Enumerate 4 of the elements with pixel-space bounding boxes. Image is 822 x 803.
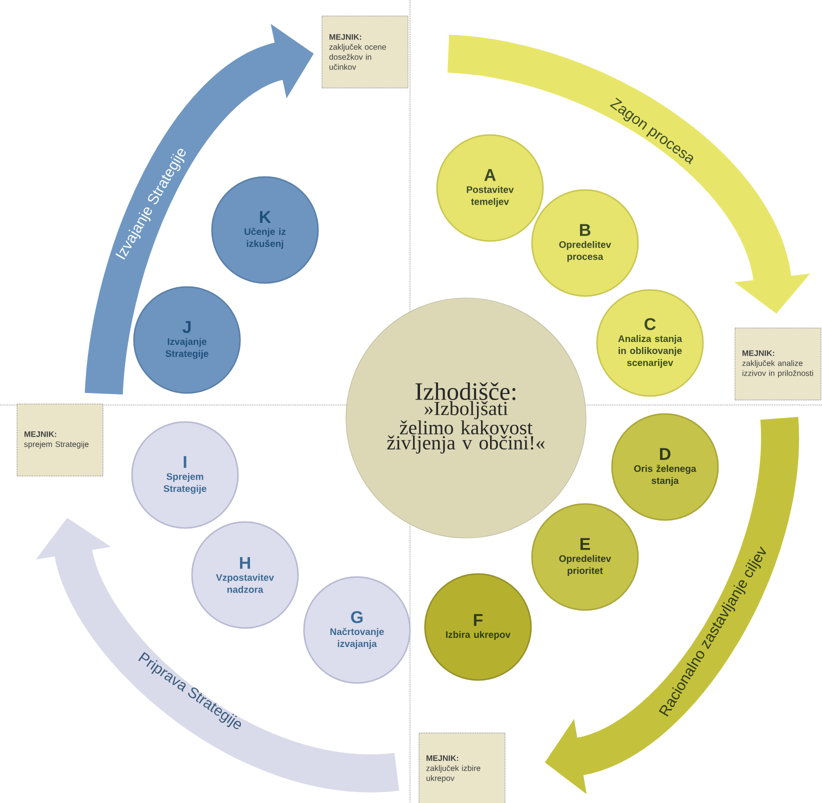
- milestone-box: MEJNIK: zaključek analize izzivov in priložnosti: [734, 328, 822, 400]
- milestone-box: MEJNIK: zaključek ocene dosežkov in učinkov: [322, 16, 408, 88]
- milestone-box: MEJNIK: sprejem Strategije: [16, 404, 104, 476]
- milestone-box: MEJNIK: zaključek izbire ukrepov: [418, 732, 506, 803]
